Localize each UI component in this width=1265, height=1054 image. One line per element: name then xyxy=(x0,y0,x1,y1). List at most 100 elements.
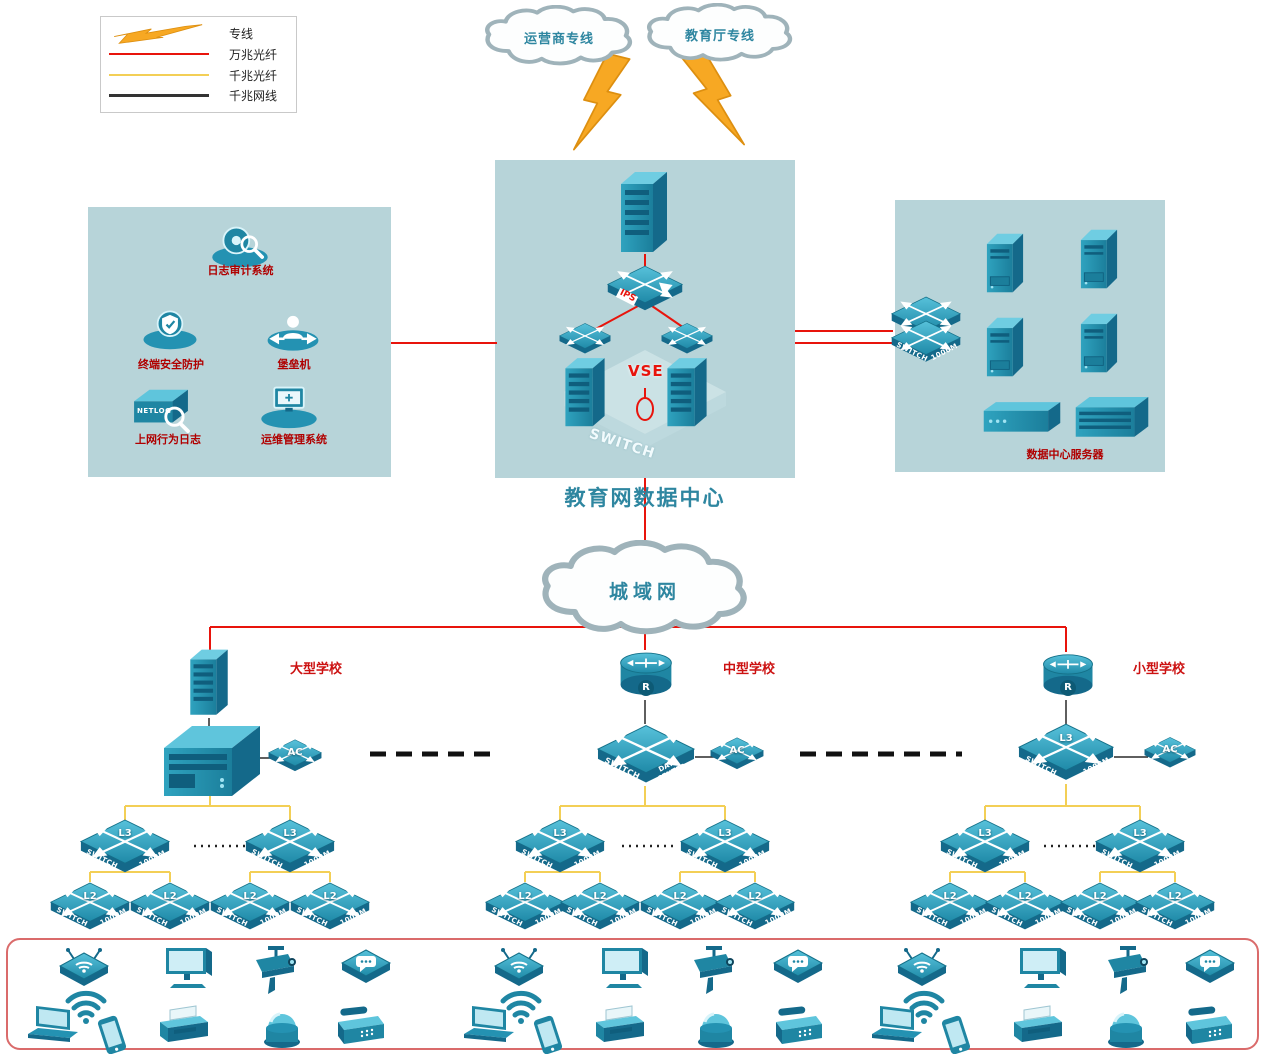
switch-layer-label: L3 xyxy=(1059,733,1073,745)
router-label: R xyxy=(638,680,654,696)
router-label: R xyxy=(1060,680,1076,696)
lightning-bolt-links xyxy=(573,50,746,151)
server-rack-icon xyxy=(1075,397,1149,437)
switch-layer-label: L2 xyxy=(323,891,337,902)
core-switch-tower-right xyxy=(660,322,714,442)
switch-icon xyxy=(940,818,1030,874)
switch-layer-label: L2 xyxy=(1093,891,1107,902)
laptop-icon xyxy=(870,1004,922,1048)
server-tower xyxy=(1079,228,1119,290)
legend-item-1g-copper: 千兆网线 xyxy=(109,85,288,106)
cloud-edu-label: 教育厅专线 xyxy=(684,28,755,44)
desktop-pc-icon xyxy=(160,944,216,994)
legend-item-10g-fiber: 万兆光纤 xyxy=(109,44,288,65)
laptop-icon xyxy=(26,1004,78,1048)
switch-icon xyxy=(1095,818,1185,874)
tower-icon xyxy=(565,358,605,427)
netlog-system-label: 上网行为日志 xyxy=(135,433,201,446)
switch-layer-label: L3 xyxy=(1133,828,1147,840)
school-medium-label: 中型学校 xyxy=(723,662,776,677)
switch-icon xyxy=(80,818,170,874)
yellow-line-swatch xyxy=(109,74,209,76)
core-switch-medium-school: SWITCH DATA CENTER xyxy=(597,722,695,788)
cloud-man: 城域网 xyxy=(535,540,755,640)
switch-layer-label: L2 xyxy=(1018,891,1032,902)
legend-item-1g-fiber: 千兆光纤 xyxy=(109,65,288,86)
switch-layer-label: L3 xyxy=(283,828,297,840)
lightning-icon xyxy=(109,23,221,45)
desktop-pc-icon xyxy=(1014,944,1070,994)
log-audit-system-label: 日志审计系统 xyxy=(207,264,274,277)
chat-terminal-icon xyxy=(772,948,824,992)
switch-layer-label: L2 xyxy=(518,891,532,902)
desk-phone-icon xyxy=(332,1004,388,1054)
legend: 专线 万兆光纤 千兆光纤 千兆网线 xyxy=(100,16,297,113)
storage-array xyxy=(982,396,1062,436)
switch-icon xyxy=(680,818,770,874)
core-switch-small-school: L3 SWITCH 1000M xyxy=(1018,722,1114,784)
switch-layer-label: L2 xyxy=(163,891,177,902)
core-switch-large-school xyxy=(162,722,262,800)
switch-layer-label: L2 xyxy=(748,891,762,902)
server-tower xyxy=(1079,312,1119,374)
bastion-host-label: 堡垒机 xyxy=(277,358,311,371)
ips-device: IPS xyxy=(607,264,683,314)
dome-camera-icon xyxy=(1098,1000,1154,1050)
endpoint-security-icon xyxy=(140,306,200,352)
laptop-icon xyxy=(462,1004,514,1048)
switch-layer-label: L3 xyxy=(118,828,132,840)
switch-layer-label: L2 xyxy=(593,891,607,902)
switch-layer-label: L2 xyxy=(243,891,257,902)
server-tower-icon xyxy=(1080,229,1118,289)
ops-management-label: 运维管理系统 xyxy=(261,433,327,446)
switch-layer-label: L2 xyxy=(83,891,97,902)
red-10g-fiber-links xyxy=(209,254,1067,652)
server-tower-icon xyxy=(1080,313,1118,373)
switch-icon xyxy=(515,818,605,874)
chat-terminal-icon xyxy=(340,948,392,992)
switch-layer-label: L3 xyxy=(978,828,992,840)
mobile-phone-icon xyxy=(522,1012,574,1054)
desk-phone-icon xyxy=(770,1004,826,1054)
switch-icon xyxy=(1018,723,1114,782)
legend-label: 专线 xyxy=(229,27,254,41)
school-large-label: 大型学校 xyxy=(290,662,343,677)
mobile-phone-icon xyxy=(930,1012,982,1054)
core-switch-tower-left xyxy=(558,322,612,442)
cloud-edu-line: 教育厅专线 xyxy=(642,3,798,65)
ac-controller-medium-school: AC xyxy=(710,736,764,772)
ac-label: AC xyxy=(287,746,303,758)
cloud-isp-label: 运营商专线 xyxy=(523,31,594,47)
switch-layer-label: L3 xyxy=(553,828,567,840)
chassis-icon xyxy=(164,726,260,796)
server-tower xyxy=(985,316,1025,378)
ops-management-icon xyxy=(256,382,322,430)
dome-camera-icon xyxy=(254,1000,310,1050)
firewall-large-school xyxy=(186,648,232,718)
chat-terminal-icon xyxy=(1184,948,1236,992)
red-line-swatch xyxy=(109,53,209,56)
endpoint-security-label: 终端安全防护 xyxy=(138,358,204,371)
netlog-system-icon: NETLOG xyxy=(128,384,194,434)
netlog-device-text: NETLOG xyxy=(137,407,172,415)
server-zone-stack-switch: SWITCH 1000M xyxy=(891,296,961,368)
switch-icon xyxy=(245,818,335,874)
ac-controller-large-school: AC xyxy=(268,738,322,774)
desktop-pc-icon xyxy=(596,944,652,994)
storage-array-icon xyxy=(983,402,1061,432)
mobile-phone-icon xyxy=(86,1012,138,1054)
cloud-isp-line: 运营商专线 xyxy=(480,5,638,69)
server-tower xyxy=(985,232,1025,294)
printer-icon xyxy=(156,1000,212,1050)
server-tower-icon xyxy=(986,233,1024,293)
ac-label: AC xyxy=(729,744,745,756)
